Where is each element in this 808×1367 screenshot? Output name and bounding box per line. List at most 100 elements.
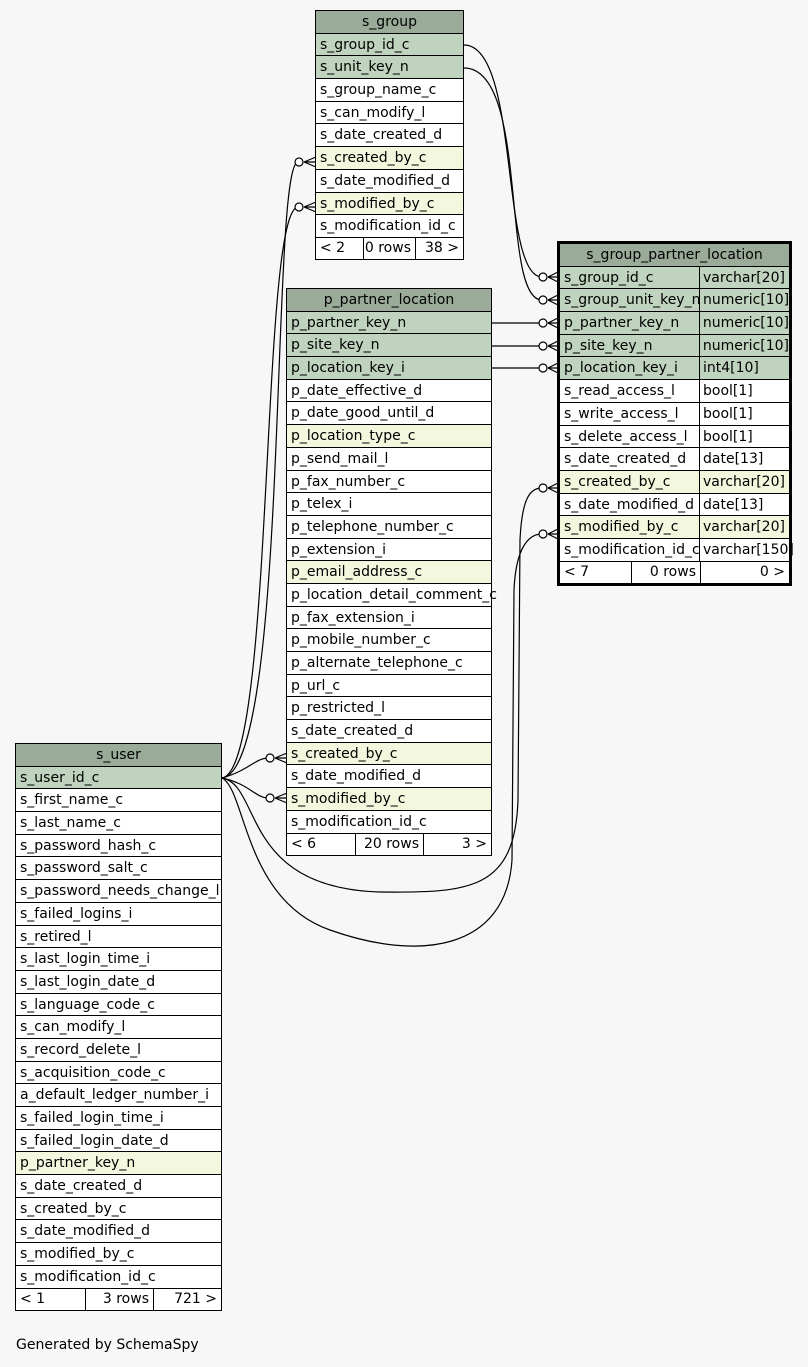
- column-row[interactable]: s_failed_login_date_d: [16, 1129, 221, 1153]
- column-row[interactable]: s_last_login_time_i: [16, 948, 221, 971]
- column-row[interactable]: p_fax_extension_i: [287, 606, 491, 630]
- column-row[interactable]: s_retired_l: [16, 925, 221, 949]
- column-row[interactable]: s_created_by_c: [287, 742, 491, 766]
- column-row[interactable]: p_email_address_c: [287, 561, 491, 584]
- parents-count[interactable]: < 6: [287, 833, 356, 855]
- column-name: s_retired_l: [20, 928, 92, 945]
- column-row[interactable]: s_acquisition_code_c: [16, 1061, 221, 1085]
- column-type: varchar[20]: [699, 470, 789, 493]
- column-row[interactable]: s_modification_id_c: [287, 810, 491, 834]
- column-row[interactable]: s_unit_key_n: [316, 56, 463, 80]
- table-header[interactable]: s_group_partner_location: [560, 244, 789, 267]
- column-row[interactable]: p_url_c: [287, 674, 491, 698]
- parents-count[interactable]: < 2: [316, 237, 364, 259]
- column-name: p_date_good_until_d: [291, 405, 435, 422]
- table-header[interactable]: p_partner_location: [287, 289, 491, 312]
- column-row[interactable]: s_failed_login_time_i: [16, 1107, 221, 1130]
- column-name: s_can_modify_l: [20, 1019, 126, 1036]
- column-row[interactable]: p_fax_number_c: [287, 470, 491, 494]
- column-row[interactable]: p_extension_i: [287, 538, 491, 562]
- table-header[interactable]: s_user: [16, 744, 221, 767]
- column-row[interactable]: p_mobile_number_c: [287, 629, 491, 652]
- column-row[interactable]: s_modified_by_c: [16, 1243, 221, 1266]
- column-name: s_last_login_date_d: [20, 973, 156, 990]
- link-user-sgpl-modified: [221, 533, 543, 947]
- column-row[interactable]: s_user_id_c: [16, 766, 221, 790]
- column-row[interactable]: p_date_effective_d: [287, 379, 491, 403]
- column-row[interactable]: p_location_key_i: [287, 357, 491, 380]
- column-row[interactable]: s_last_name_c: [16, 812, 221, 835]
- column-row[interactable]: s_created_by_c: [16, 1197, 221, 1221]
- parents-count[interactable]: < 1: [16, 1288, 86, 1310]
- table-header[interactable]: s_group: [316, 11, 463, 34]
- link-user-group-modified: [221, 206, 299, 779]
- column-row[interactable]: s_date_modified_d: [287, 765, 491, 789]
- column-row[interactable]: p_site_key_n: [287, 334, 491, 358]
- column-name: s_failed_logins_i: [20, 905, 133, 922]
- column-row[interactable]: s_password_salt_c: [16, 857, 221, 881]
- column-row[interactable]: p_alternate_telephone_c: [287, 652, 491, 675]
- column-name: s_unit_key_n: [320, 59, 409, 76]
- column-row[interactable]: s_modified_by_c: [287, 788, 491, 811]
- column-row[interactable]: s_date_created_d: [287, 720, 491, 743]
- column-name: s_modification_id_c: [291, 813, 427, 830]
- column-row[interactable]: s_record_delete_l: [16, 1038, 221, 1062]
- column-row[interactable]: p_telephone_number_c: [287, 515, 491, 539]
- column-row[interactable]: p_send_mail_l: [287, 447, 491, 471]
- column-row[interactable]: a_default_ledger_number_i: [16, 1084, 221, 1107]
- column-row[interactable]: p_partner_key_n: [287, 311, 491, 335]
- column-row[interactable]: s_created_by_c: [316, 147, 463, 170]
- column-row[interactable]: s_date_modified_d: [16, 1220, 221, 1244]
- column-row[interactable]: s_date_created_d: [16, 1175, 221, 1198]
- column-row[interactable]: s_password_needs_change_l: [16, 880, 221, 903]
- children-count[interactable]: 721 >: [174, 1290, 217, 1307]
- column-row[interactable]: p_location_detail_comment_c: [287, 583, 497, 607]
- column-name: s_acquisition_code_c: [20, 1064, 166, 1081]
- column-row[interactable]: s_password_hash_c: [16, 834, 221, 858]
- column-row[interactable]: s_last_login_date_d: [16, 970, 221, 994]
- column-row[interactable]: s_can_modify_l: [316, 101, 463, 125]
- column-row[interactable]: p_restricted_l: [287, 697, 491, 721]
- column-row[interactable]: p_date_good_until_d: [287, 402, 491, 426]
- column-name: p_partner_key_n: [20, 1155, 136, 1172]
- children-count[interactable]: 38 >: [425, 239, 459, 256]
- column-name: s_last_name_c: [20, 815, 121, 832]
- column-row[interactable]: s_group_id_c: [316, 33, 463, 57]
- column-type: date[13]: [699, 493, 789, 516]
- column-row[interactable]: p_telex_i: [287, 493, 491, 516]
- column-row[interactable]: s_first_name_c: [16, 789, 221, 813]
- parents-count[interactable]: < 7: [560, 561, 632, 583]
- column-row[interactable]: p_location_type_c: [287, 425, 491, 448]
- children-count[interactable]: 0 >: [759, 563, 785, 580]
- column-row[interactable]: p_partner_key_n: [16, 1152, 221, 1176]
- column-row[interactable]: s_modification_id_c: [316, 215, 463, 238]
- column-row[interactable]: s_group_name_c: [316, 79, 463, 102]
- column-name: s_password_salt_c: [20, 860, 148, 877]
- column-row[interactable]: s_date_created_d: [316, 124, 463, 148]
- column-row[interactable]: s_can_modify_l: [16, 1016, 221, 1039]
- column-name: s_write_access_l: [564, 405, 679, 422]
- column-row[interactable]: s_modification_id_c: [16, 1265, 221, 1289]
- column-row[interactable]: s_date_modified_d: [316, 169, 463, 193]
- children-count[interactable]: 3 >: [461, 835, 487, 852]
- column-row[interactable]: s_language_code_c: [16, 993, 221, 1017]
- column-row[interactable]: s_failed_logins_i: [16, 902, 221, 926]
- column-row[interactable]: s_modified_by_c: [316, 192, 463, 216]
